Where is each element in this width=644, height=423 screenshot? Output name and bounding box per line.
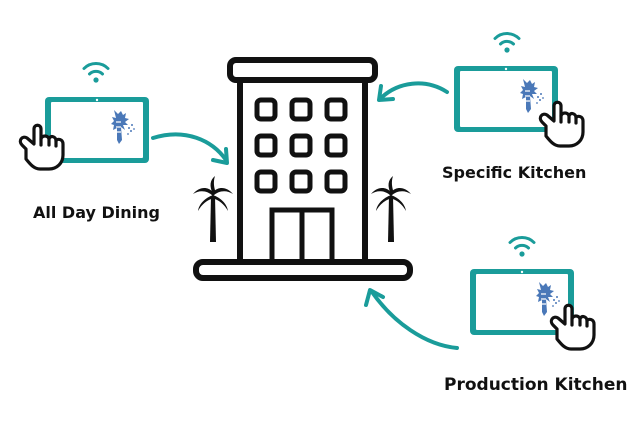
arrow-icon bbox=[377, 81, 449, 102]
arrow-icon bbox=[364, 288, 459, 350]
specific-kitchen-label: Specific Kitchen bbox=[442, 163, 587, 182]
all-day-dining-label: All Day Dining bbox=[33, 203, 160, 222]
specific-kitchen-node bbox=[453, 32, 585, 148]
all-day-dining-node bbox=[18, 62, 150, 171]
building-icon bbox=[193, 57, 413, 281]
wifi-icon bbox=[82, 62, 110, 85]
palm-tree-icon bbox=[193, 176, 233, 242]
wifi-icon bbox=[493, 32, 521, 55]
wifi-icon bbox=[508, 236, 536, 259]
palm-tree-icon bbox=[371, 176, 411, 242]
production-kitchen-label: Production Kitchen bbox=[444, 375, 628, 395]
arrow-icon bbox=[151, 132, 229, 165]
production-kitchen-node bbox=[469, 236, 596, 351]
